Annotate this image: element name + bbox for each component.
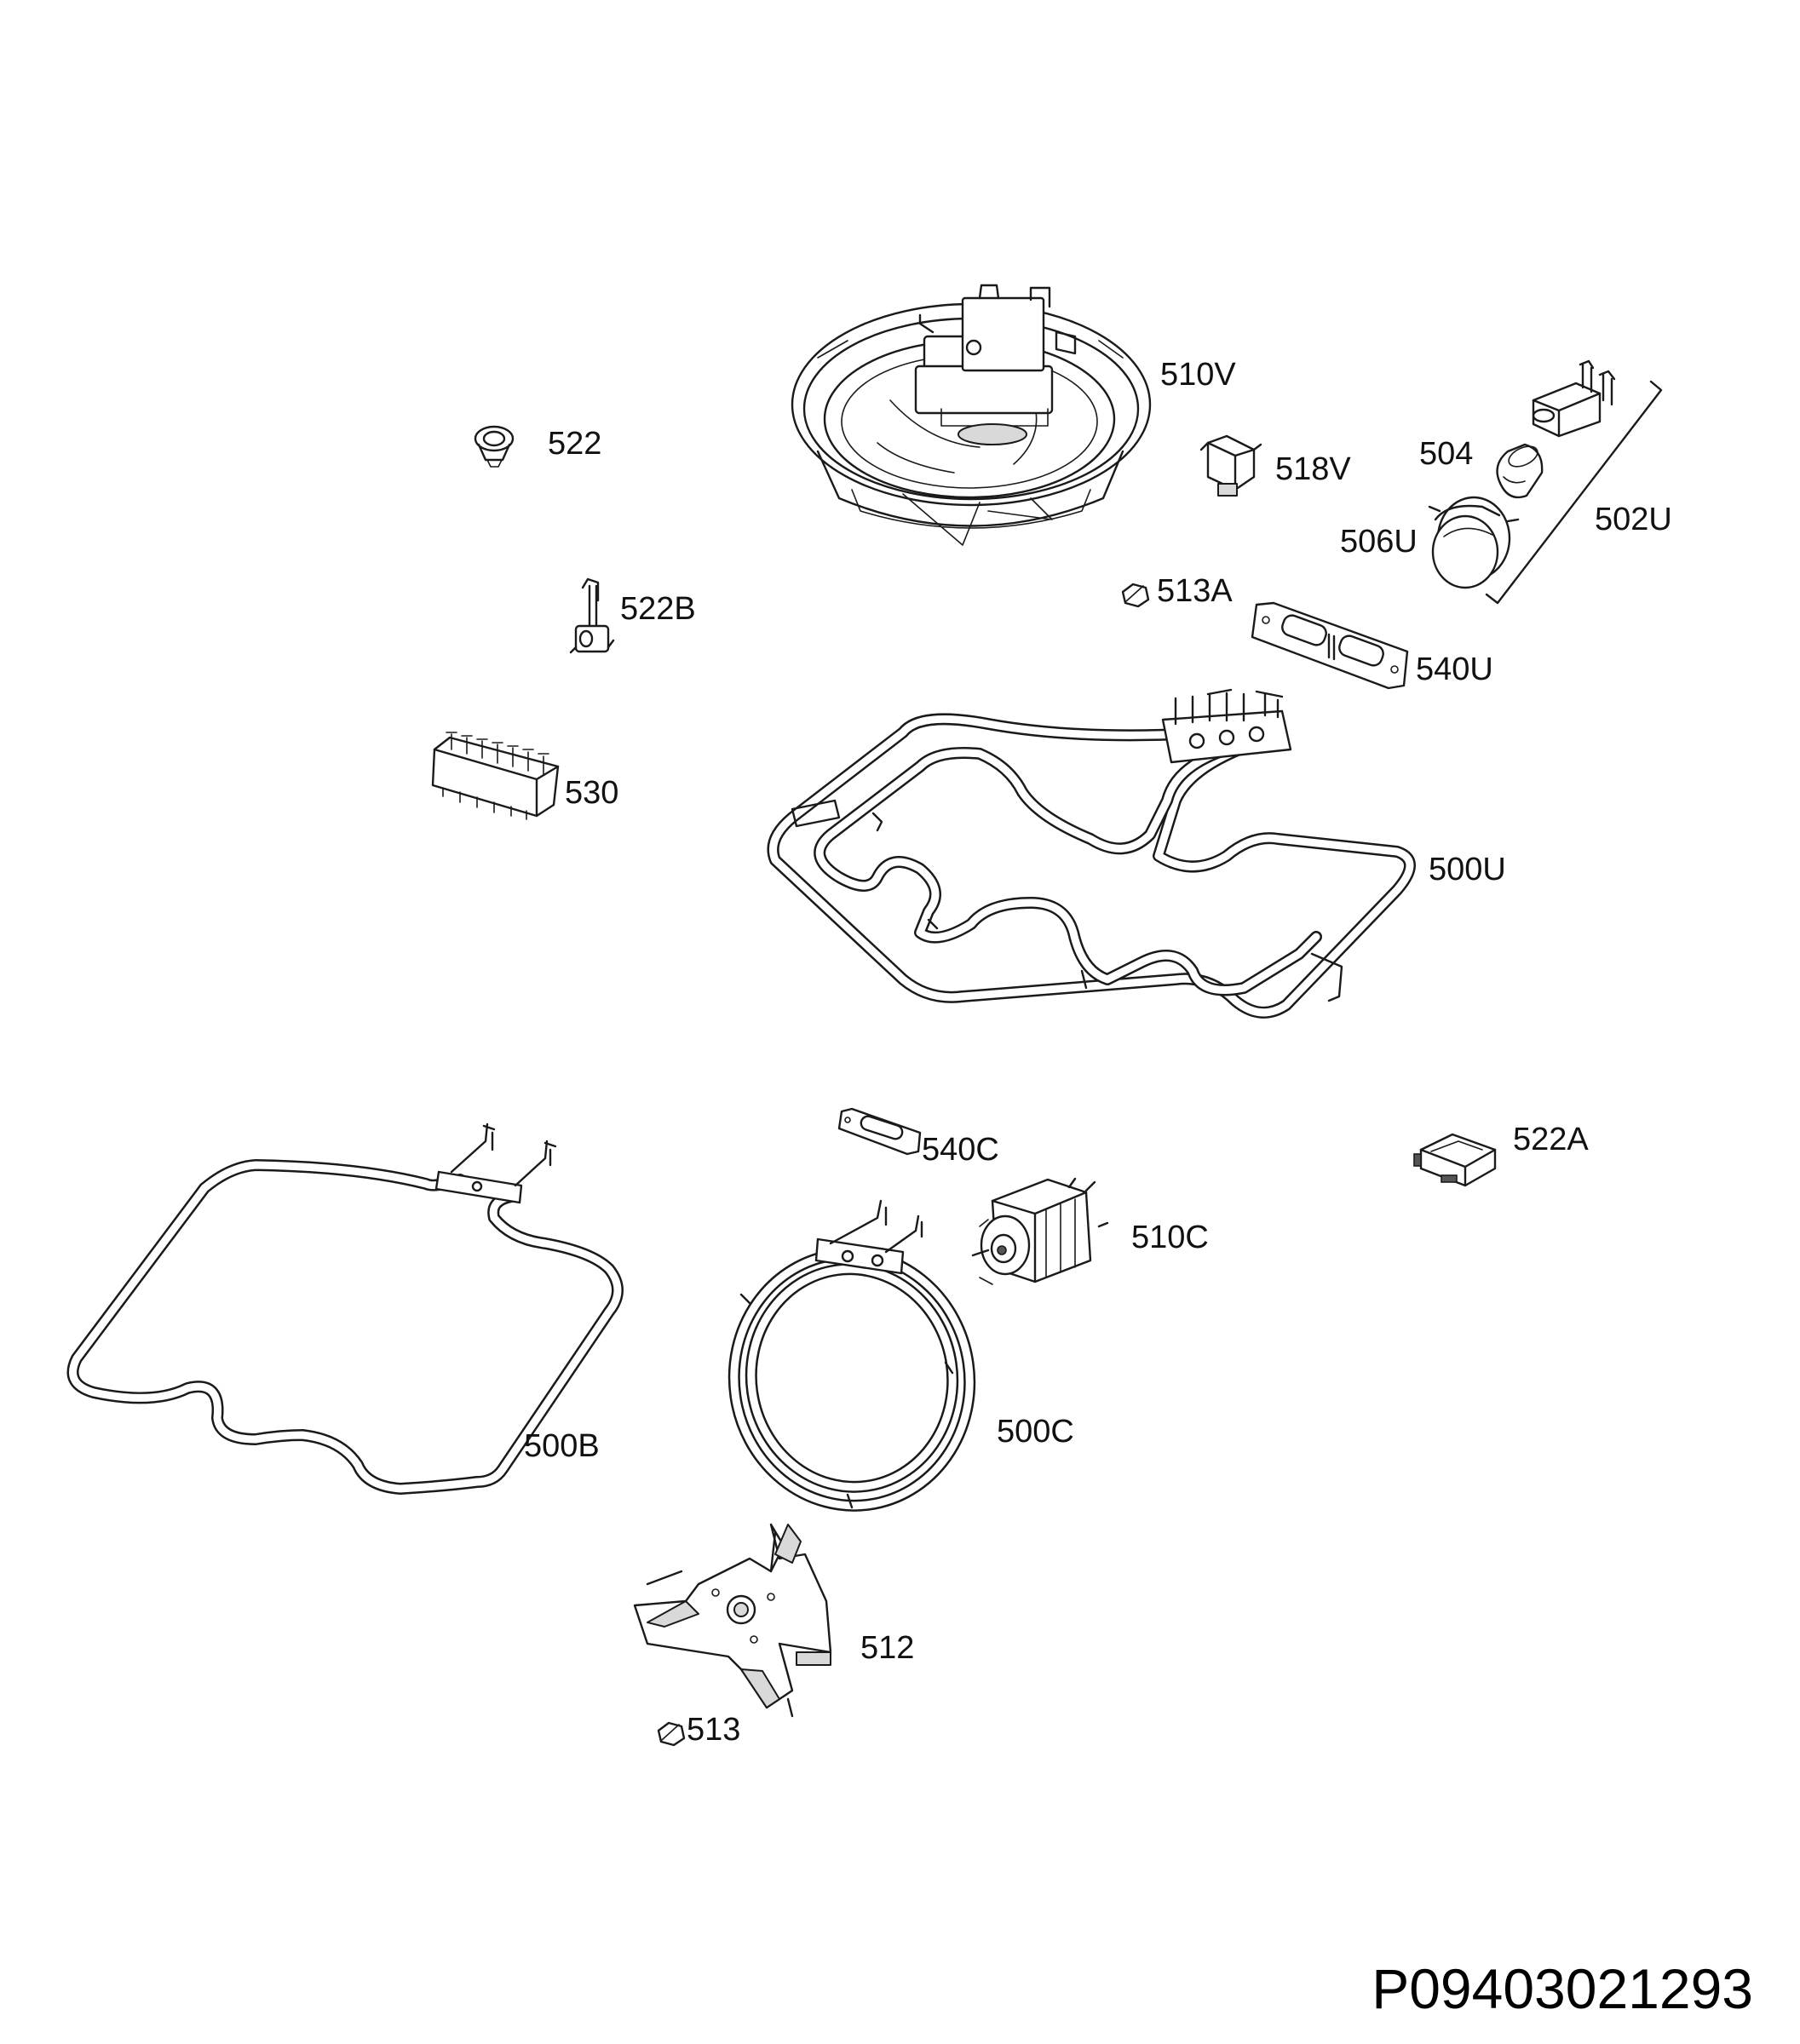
heater-gasket-icon[interactable] [1251,601,1409,690]
fan-motor-icon[interactable] [971,1177,1109,1285]
part-label-510V: 510V [1160,357,1236,393]
part-label-500U: 500U [1429,852,1506,887]
part-label-530: 530 [565,775,618,811]
circular-heater-gasket-icon[interactable] [837,1107,922,1156]
lamp-cover-icon[interactable] [1428,496,1520,589]
lamp-bulb-icon[interactable] [1496,442,1544,499]
part-label-510C: 510C [1131,1220,1209,1255]
part-label-512: 512 [860,1630,914,1666]
cable-clamp-icon[interactable] [474,425,515,468]
terminal-block-icon[interactable] [431,732,560,820]
part-label-500B: 500B [524,1428,600,1464]
part-label-540C: 540C [922,1132,999,1168]
part-label-506U: 506U [1340,524,1418,560]
part-label-540U: 540U [1416,652,1493,687]
part-label-502U: 502U [1595,502,1672,537]
nut-icon[interactable] [1121,583,1150,608]
part-label-522A: 522A [1513,1122,1589,1157]
bottom-heating-element-icon[interactable] [66,1122,624,1495]
part-label-504: 504 [1419,436,1473,472]
cable-holder-icon[interactable] [569,577,615,654]
fan-blade-icon[interactable] [633,1523,832,1718]
connector-clip-icon[interactable] [1413,1133,1497,1187]
part-label-518V: 518V [1275,451,1351,487]
document-code: P09403021293 [1372,1957,1753,2020]
convection-fan-motor-assembly-icon[interactable] [791,284,1152,546]
lamp-holder-icon[interactable] [1532,359,1616,438]
top-grill-heating-element-icon[interactable] [767,688,1416,1019]
part-label-500C: 500C [997,1414,1074,1450]
part-label-513: 513 [687,1712,740,1748]
part-label-522: 522 [548,426,601,462]
circular-heating-element-icon[interactable] [718,1199,986,1521]
part-label-522B: 522B [620,591,696,627]
motor-bracket-icon[interactable] [1199,434,1262,497]
part-label-513A: 513A [1157,573,1233,609]
group-bracket-line [1485,380,1663,605]
fan-nut-icon[interactable] [657,1721,686,1747]
